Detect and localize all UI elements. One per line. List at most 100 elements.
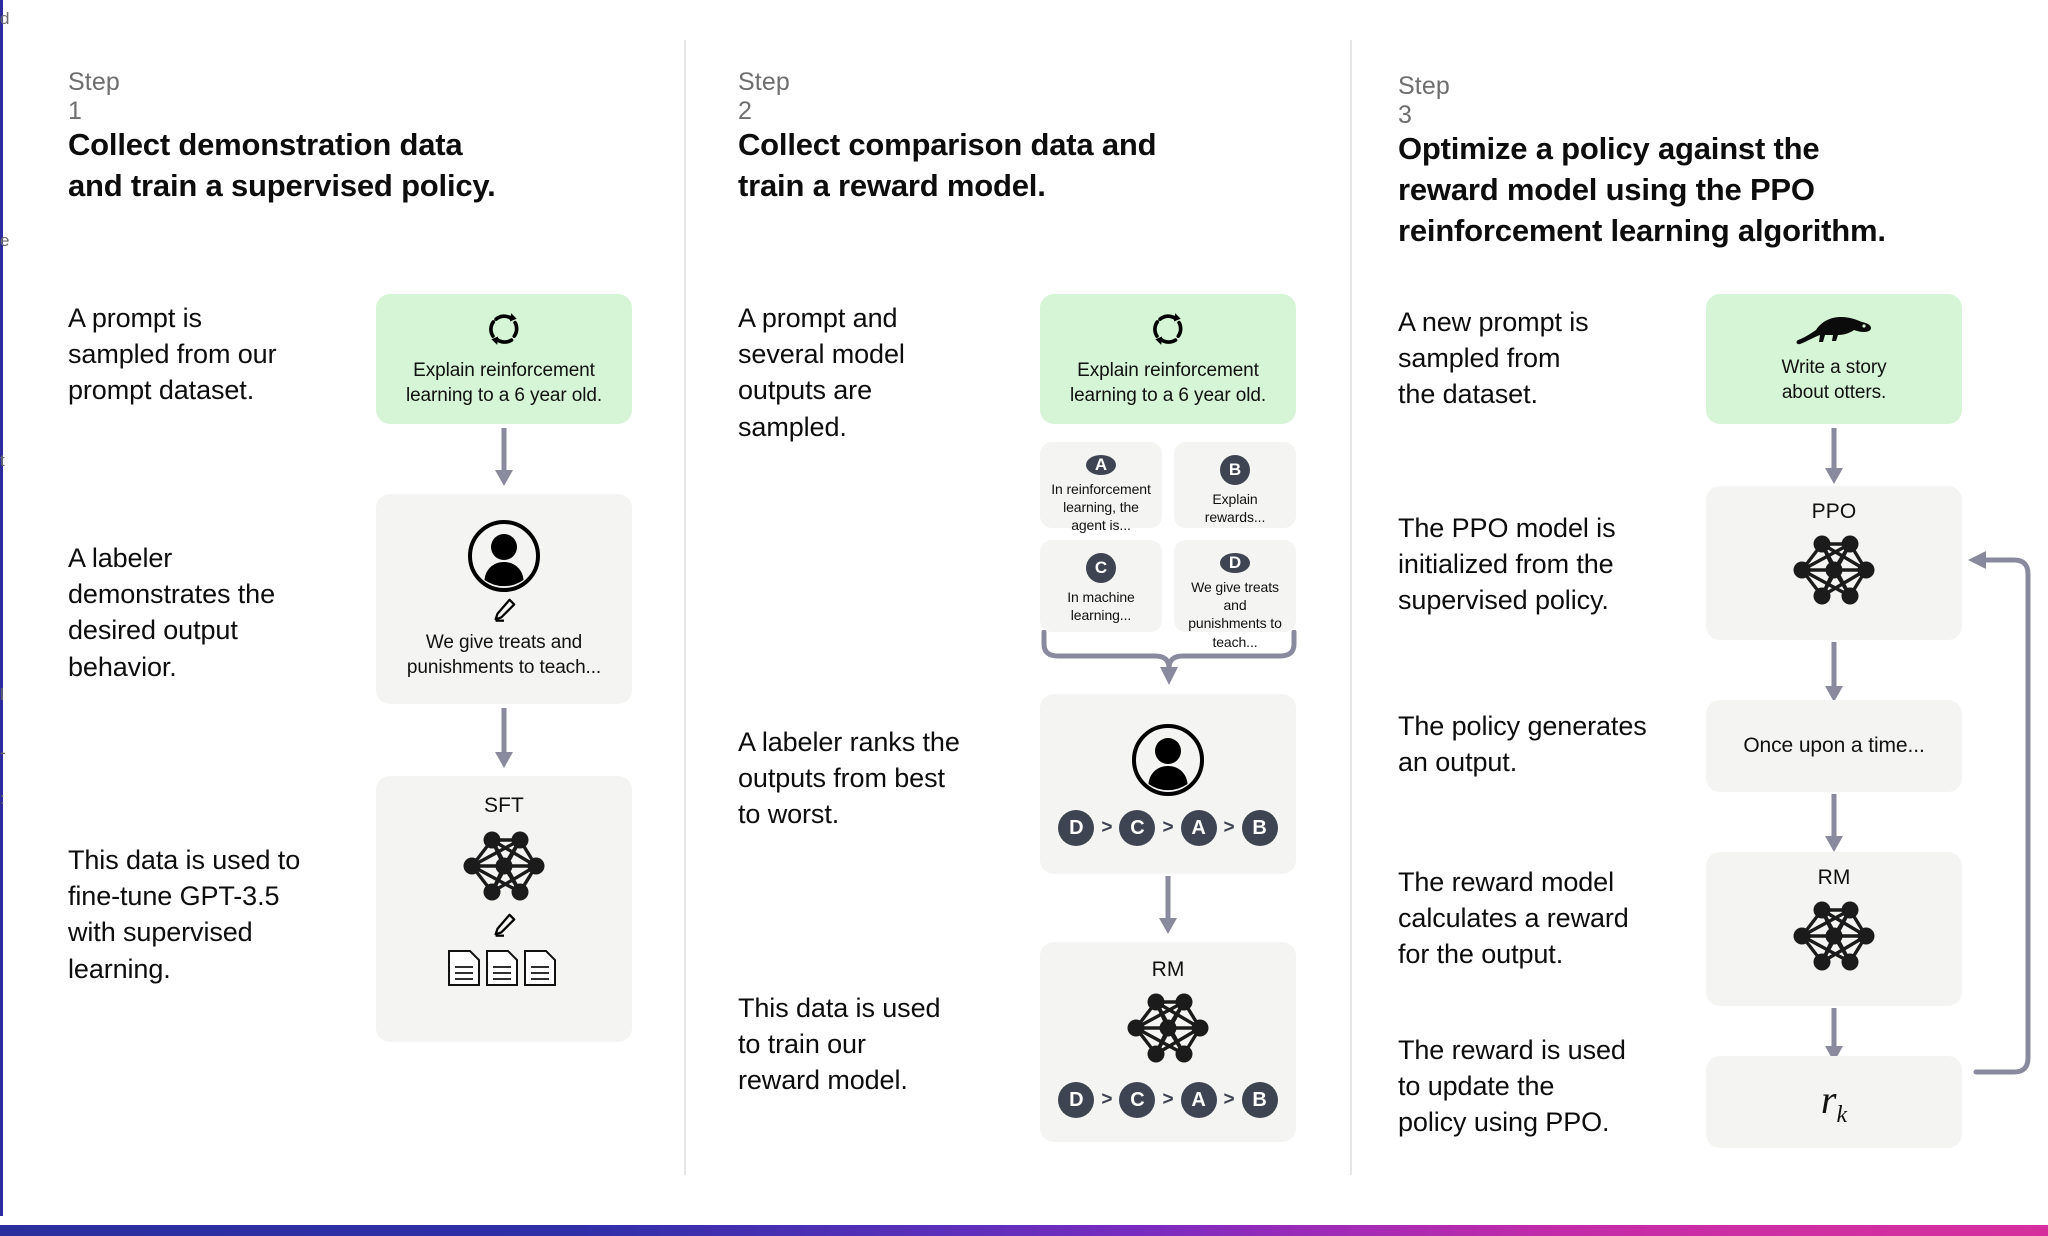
rank-separator: > <box>1223 817 1235 838</box>
output-card-c[interactable]: C In machine learning... <box>1040 540 1162 632</box>
pencil-icon <box>491 912 517 938</box>
arrow-output-to-rm <box>1822 794 1846 854</box>
step-2-prompt-card[interactable]: Explain reinforcement learning to a 6 ye… <box>1040 294 1296 424</box>
step-1-body-3: This data is used to fine-tune GPT-3.5 w… <box>68 845 301 984</box>
step-2-body-1: A prompt and several model outputs are s… <box>738 303 905 442</box>
rm-ranking-row: D > C > A > B <box>1058 1082 1278 1118</box>
step-1-prompt-card[interactable]: Explain reinforcement learning to a 6 ye… <box>376 294 632 424</box>
reward-symbol: rk <box>1820 1076 1848 1128</box>
rank-separator: > <box>1101 817 1113 838</box>
step-3-reward-card[interactable]: rk <box>1706 1056 1962 1148</box>
neural-network-icon <box>1114 986 1222 1070</box>
clipped-edge-fragment: e <box>0 232 10 249</box>
rank-separator: > <box>1223 1089 1235 1110</box>
rank-badge-2: C <box>1119 1082 1156 1118</box>
neural-network-icon <box>1780 894 1888 978</box>
arrow-rm-to-reward <box>1822 1008 1846 1064</box>
bottom-gradient-bar <box>0 1225 2048 1236</box>
arrow-prompt-to-labeler <box>492 428 516 488</box>
output-badge-c: C <box>1086 553 1116 583</box>
step-1-body-1: A prompt is sampled from our prompt data… <box>68 303 277 406</box>
cycle-arrows-icon <box>1149 310 1187 348</box>
step-3-ppo-card[interactable]: PPO <box>1706 486 1962 640</box>
output-badge-d: D <box>1220 553 1250 573</box>
arrow-prompt-to-ppo <box>1822 428 1846 486</box>
rank-badge-1: D <box>1058 1082 1095 1118</box>
rank-badge-1: D <box>1058 810 1095 846</box>
step-1-title: Collect demonstration data and train a s… <box>68 124 588 206</box>
step-3-body-3: The policy generates an output. <box>1398 711 1647 778</box>
step-1-label: Step 1 <box>68 68 120 125</box>
output-text-c: In machine learning... <box>1067 589 1135 624</box>
column-divider-1 <box>684 40 686 1175</box>
merge-brace-arrow <box>1040 630 1298 692</box>
step-3-prompt-caption: Write a story about otters. <box>1781 356 1887 403</box>
step-2-title: Collect comparison data and train a rewa… <box>738 124 1258 206</box>
rank-badge-4: B <box>1241 1082 1278 1118</box>
rm-card-title: RM <box>1817 866 1851 889</box>
rank-badge-4: B <box>1241 810 1278 846</box>
step-3-title: Optimize a policy against the reward mod… <box>1398 128 1958 252</box>
rank-badge-2: C <box>1119 810 1156 846</box>
step-1-labeler-card[interactable]: We give treats and punishments to teach.… <box>376 494 632 704</box>
step-2-rm-card[interactable]: RM <box>1040 942 1296 1142</box>
step-3-rm-card[interactable]: RM <box>1706 852 1962 1006</box>
step-1-labeler-caption: We give treats and punishments to teach.… <box>406 631 602 678</box>
output-card-d[interactable]: D We give treats and punishments to teac… <box>1174 540 1296 650</box>
step-3-body-5: The reward is used to update the policy … <box>1398 1035 1626 1138</box>
arrow-labeler-to-sft <box>492 708 516 770</box>
step-2-labeler-card[interactable]: D > C > A > B <box>1040 694 1296 874</box>
output-text-d: We give treats and punishments to teach.… <box>1188 579 1282 650</box>
output-card-b[interactable]: B Explain rewards... <box>1174 442 1296 528</box>
step-1-prompt-caption: Explain reinforcement learning to a 6 ye… <box>405 359 603 406</box>
output-badge-a: A <box>1086 455 1116 475</box>
clipped-edge-fragment: d <box>0 10 10 27</box>
output-card-a[interactable]: A In reinforcement learning, the agent i… <box>1040 442 1162 533</box>
neural-network-icon <box>450 824 558 908</box>
output-text-a: In reinforcement learning, the agent is.… <box>1051 481 1151 534</box>
otter-icon <box>1794 313 1874 347</box>
step-3-body-4: The reward model calculates a reward for… <box>1398 867 1629 970</box>
clipped-edge-fragment: t <box>0 452 5 469</box>
arrow-ppo-to-output <box>1822 642 1846 704</box>
person-avatar-icon <box>466 518 542 594</box>
step-2-body-2: A labeler ranks the outputs from best to… <box>738 727 960 830</box>
sft-card-title: SFT <box>484 794 524 817</box>
step-3-body-2: The PPO model is initialized from the su… <box>1398 513 1616 616</box>
step-2-title-text: Collect comparison data and train a rewa… <box>738 127 1157 204</box>
step-1-body-2: A labeler demonstrates the desired outpu… <box>68 543 276 682</box>
rank-separator: > <box>1162 1089 1174 1110</box>
clipped-edge-fragment: l <box>0 686 4 703</box>
column-divider-2 <box>1350 40 1352 1175</box>
step-3-output-caption: Once upon a time... <box>1743 734 1925 758</box>
person-avatar-icon <box>1130 722 1206 798</box>
step-2-prompt-caption: Explain reinforcement learning to a 6 ye… <box>1069 359 1267 406</box>
clipped-edge-fragment: : <box>0 790 5 807</box>
step-3-prompt-card[interactable]: Write a story about otters. <box>1706 294 1962 424</box>
output-badge-b: B <box>1220 455 1250 485</box>
rank-badge-3: A <box>1180 810 1217 846</box>
feedback-loop-arrow <box>1956 540 2046 1110</box>
step-1-sft-card[interactable]: SFT <box>376 776 632 1042</box>
rank-badge-3: A <box>1180 1082 1217 1118</box>
step-3-body-1: A new prompt is sampled from the dataset… <box>1398 307 1589 410</box>
bottom-spacer <box>0 1219 2048 1225</box>
step-3-title-text: Optimize a policy against the reward mod… <box>1398 131 1886 249</box>
labeler-ranking-row: D > C > A > B <box>1058 810 1278 846</box>
neural-network-icon <box>1780 528 1888 612</box>
rank-separator: > <box>1101 1089 1113 1110</box>
step-3-label: Step 3 <box>1398 72 1450 129</box>
ppo-card-title: PPO <box>1811 500 1857 523</box>
left-border-rule <box>0 0 3 1216</box>
clipped-edge-fragment: - <box>0 744 6 761</box>
cycle-arrows-icon <box>485 310 523 348</box>
step-2-body-3: This data is used to train our reward mo… <box>738 993 941 1096</box>
arrow-labeler-to-rm <box>1156 876 1180 936</box>
rm-card-title: RM <box>1151 958 1185 981</box>
step-3-output-card[interactable]: Once upon a time... <box>1706 700 1962 792</box>
documents-icon <box>446 948 562 988</box>
output-text-b: Explain rewards... <box>1204 491 1266 526</box>
step-2-label: Step 2 <box>738 68 790 125</box>
pencil-icon <box>491 597 517 623</box>
